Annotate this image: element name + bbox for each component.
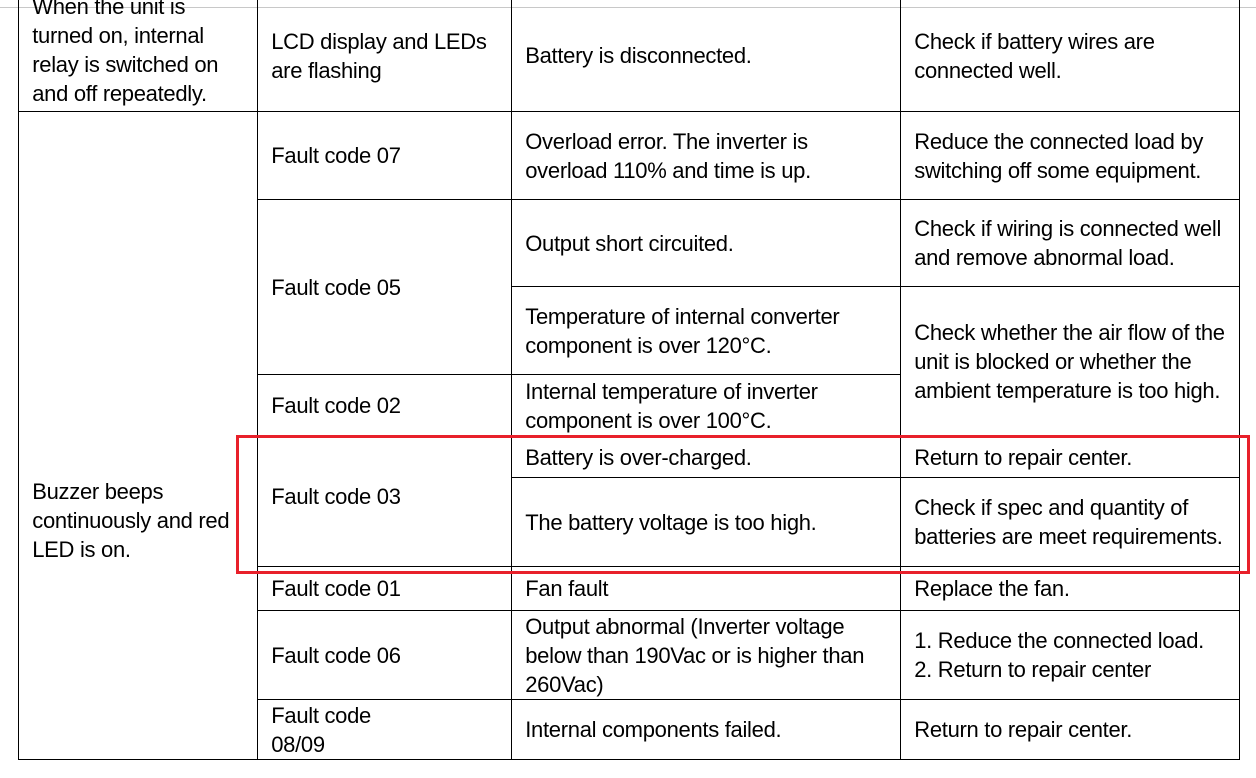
fault-code-05: Fault code 05 [257, 199, 513, 376]
solution-step-1: 1. Reduce the connected load. [914, 628, 1204, 654]
solution-text: Replace the fan. [914, 576, 1070, 602]
cause-text: Output abnormal (Inverter voltage below … [525, 613, 865, 697]
solution-cell-air-flow: Check whether the air flow of the unit i… [900, 286, 1241, 438]
symptom-cell-buzzer: Buzzer beeps continuously and red LED is… [18, 111, 259, 761]
cause-text: Temperature of internal converter compon… [525, 303, 840, 358]
indication-cell-lcd: LCD display and LEDs are flashing [257, 0, 513, 113]
fault-code-text: Fault code 06 [271, 642, 401, 668]
cause-cell-inverter-temp: Internal temperature of inverter compone… [511, 374, 902, 438]
cause-cell-short-circuit: Output short circuited. [511, 199, 902, 288]
solution-cell-check-spec: Check if spec and quantity of batteries … [900, 477, 1241, 568]
solution-cell-wires: Check if battery wires are connected wel… [900, 0, 1241, 113]
symptom-cell-relay: When the unit is turned on, internal rel… [18, 0, 259, 113]
fault-code-06: Fault code 06 [257, 610, 513, 701]
cause-text: Battery is disconnected. [525, 43, 752, 69]
solution-step-2: 2. Return to repair center [914, 657, 1152, 683]
solution-text: Check if spec and quantity of batteries … [914, 495, 1223, 550]
cause-cell-disconnected: Battery is disconnected. [511, 0, 902, 113]
indication-text: LCD display and LEDs are flashing [271, 28, 487, 83]
cause-text: Battery is over-charged. [525, 444, 752, 470]
solution-text: Check if wiring is connected well and re… [914, 216, 1222, 271]
solution-cell-check-wiring: Check if wiring is connected well and re… [900, 199, 1241, 288]
solution-text: Return to repair center. [914, 444, 1133, 470]
fault-code-08-09: Fault code 08/09 [257, 699, 513, 761]
cause-cell-output-abnormal: Output abnormal (Inverter voltage below … [511, 610, 902, 701]
cause-text: Internal temperature of inverter compone… [525, 378, 818, 433]
cause-text: Internal components failed. [525, 717, 782, 743]
fault-code-text: Fault code 02 [271, 393, 401, 419]
fault-code-text: Fault code 01 [271, 576, 401, 602]
fault-code-text: Fault code 07 [271, 143, 401, 169]
cause-cell-overload: Overload error. The inverter is overload… [511, 111, 902, 201]
symptom-text: Buzzer beeps continuously and red LED is… [32, 479, 230, 563]
cause-text: The battery voltage is too high. [525, 509, 817, 535]
cause-text: Output short circuited. [525, 230, 734, 256]
cause-cell-converter-temp: Temperature of internal converter compon… [511, 286, 902, 376]
cause-text: Overload error. The inverter is overload… [525, 128, 811, 183]
highlight-box-fault-03 [236, 435, 1250, 574]
solution-cell-reduce-load: Reduce the connected load by switching o… [900, 111, 1241, 201]
solution-cell-replace-fan: Replace the fan. [900, 566, 1241, 612]
solution-cell-output-abnormal: 1. Reduce the connected load. 2. Return … [900, 610, 1241, 701]
solution-text: Reduce the connected load by switching o… [914, 128, 1204, 183]
symptom-text: When the unit is turned on, internal rel… [32, 0, 219, 107]
fault-code-text: Fault code 08/09 [271, 702, 371, 757]
cause-text: Fan fault [525, 576, 609, 602]
fault-code-text: Fault code 03 [271, 484, 401, 510]
solution-text: Return to repair center. [914, 717, 1133, 743]
fault-code-02: Fault code 02 [257, 374, 513, 438]
solution-text: Check if battery wires are connected wel… [914, 28, 1155, 83]
fault-code-07: Fault code 07 [257, 111, 513, 201]
fault-code-text: Fault code 05 [271, 274, 401, 300]
cause-cell-components-failed: Internal components failed. [511, 699, 902, 761]
solution-text: Check whether the air flow of the unit i… [914, 320, 1225, 404]
solution-cell-repair-center-2: Return to repair center. [900, 699, 1241, 761]
page-top-divider [0, 7, 1256, 8]
